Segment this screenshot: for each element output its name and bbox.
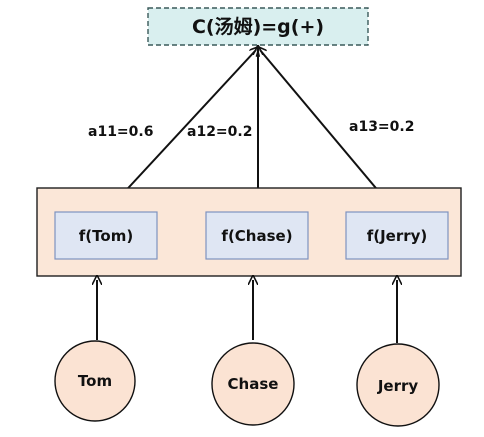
weight-label-a12: a12=0.2 [187, 124, 252, 140]
weight-label-a13: a13=0.2 [349, 119, 414, 135]
input-node-jerry [356, 343, 440, 427]
function-label-tom: f(Tom) [79, 227, 133, 245]
function-box-jerry [345, 211, 449, 260]
input-label-chase: Chase [228, 375, 279, 393]
input-label-jerry: Jerry [377, 377, 419, 395]
input-node-tom [54, 340, 136, 422]
function-label-chase: f(Chase) [221, 227, 292, 245]
input-node-chase [211, 342, 295, 426]
edge-tom-to-output [105, 50, 256, 213]
output-label: C(汤姆)=g(+) [192, 15, 324, 38]
function-label-jerry: f(Jerry) [367, 227, 428, 245]
function-box-tom [54, 211, 158, 260]
weight-label-a11: a11=0.6 [88, 124, 153, 140]
function-box-chase [205, 211, 309, 260]
input-label-tom: Tom [78, 372, 112, 390]
edge-jerry-to-output [260, 50, 397, 213]
output-box [147, 7, 369, 46]
